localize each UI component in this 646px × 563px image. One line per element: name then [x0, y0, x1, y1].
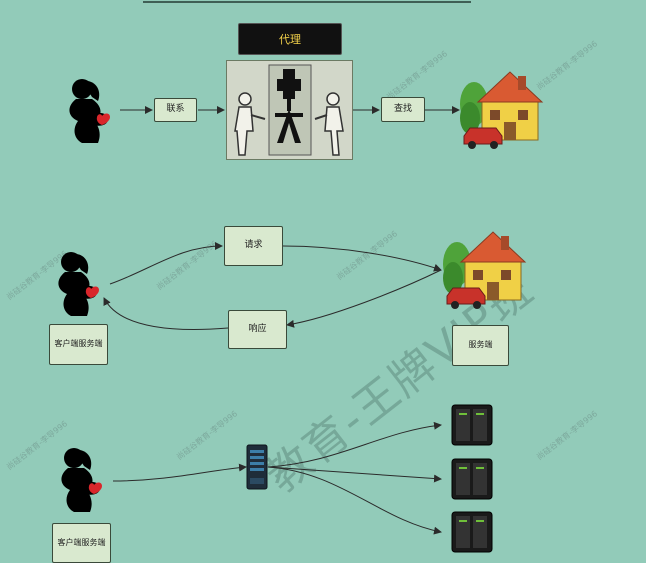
top-divider	[143, 0, 471, 3]
woman-silhouette-icon	[58, 252, 99, 316]
arrow-server-response	[286, 269, 442, 328]
server-box: 服务端	[452, 325, 509, 366]
proxy-title-box: 代理	[238, 23, 342, 55]
house-icon	[443, 231, 527, 309]
client-box: 客户端服务端	[52, 523, 111, 563]
server-icon	[451, 404, 493, 446]
find-box: 查找	[381, 97, 425, 122]
arrow-client-router	[112, 463, 247, 482]
woman-silhouette-icon	[61, 448, 102, 512]
arrow-router-server-1	[267, 421, 442, 468]
agent-icon	[226, 60, 353, 160]
contact-box: 联系	[154, 98, 197, 122]
arrow-router-server-3	[267, 466, 442, 535]
woman-silhouette-icon	[69, 79, 110, 143]
response-box: 响应	[228, 310, 287, 349]
arrow-request-server	[282, 245, 442, 272]
client-box: 客户端服务端	[49, 324, 108, 365]
request-box: 请求	[224, 226, 283, 266]
arrow-client-request	[109, 242, 223, 285]
server-icon	[451, 511, 493, 553]
arrow-response-client	[103, 297, 229, 330]
server-icon	[451, 458, 493, 500]
router-icon	[246, 444, 268, 490]
arrow-router-server-2	[267, 466, 442, 483]
house-icon	[460, 71, 544, 149]
